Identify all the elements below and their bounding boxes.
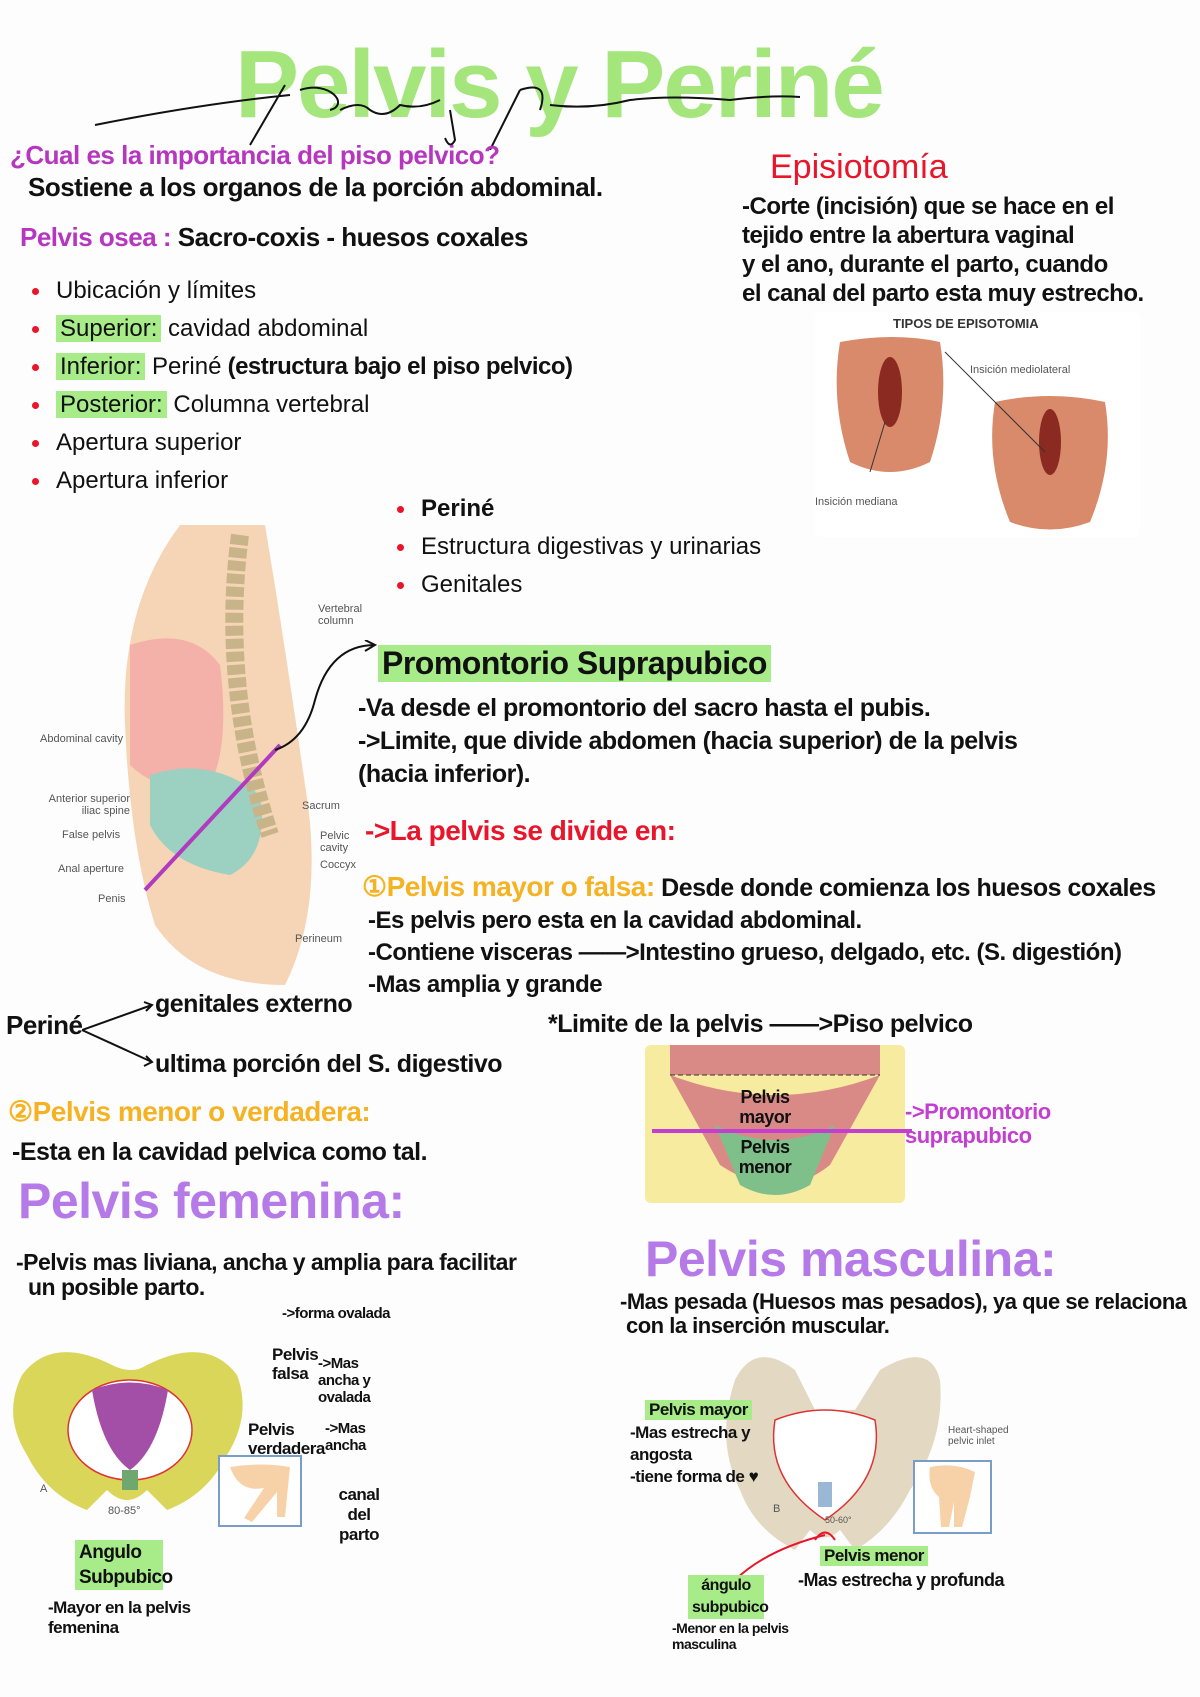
- division-title: ->La pelvis se divide en:: [365, 815, 676, 846]
- pelvis-osea-line: Pelvis osea : Sacro-coxis - huesos coxal…: [20, 222, 528, 253]
- pelvis-menor-desc: -Mas estrecha y profunda: [798, 1570, 1005, 1590]
- label-penis: Penis: [98, 893, 126, 905]
- perine-branch-digestivo: ultima porción del S. digestivo: [155, 1050, 503, 1078]
- list-item: Genitales: [395, 566, 761, 604]
- promontorio-text: -Va desde el promontorio del sacro hasta…: [358, 694, 1018, 788]
- label-sacrum: Sacrum: [302, 800, 340, 812]
- label-iliac-spine: Anterior superior iliac spine: [48, 793, 130, 817]
- pelvis-mayor-desc: -Mas estrecha y angosta-tiene forma de ♥: [630, 1423, 759, 1486]
- figure-letter-a: A: [40, 1483, 48, 1495]
- figure-letter-b: B: [773, 1503, 781, 1515]
- promontorio-line: [652, 1129, 912, 1133]
- label-abdominal-cavity: Abdominal cavity: [40, 733, 124, 745]
- list-item: Inferior: Periné (estructura bajo el pis…: [30, 348, 573, 386]
- figure-title: TIPOS DE EPISOTOMIA: [893, 316, 1039, 331]
- femenina-text: -Pelvis mas liviana, ancha y amplia para…: [16, 1249, 517, 1300]
- female-pelvis-figure: A 80-85°: [12, 1345, 247, 1517]
- hand-gesture-figure: [218, 1455, 302, 1527]
- arrow-to-promontorio-icon: [274, 640, 378, 751]
- hand-icon: [929, 1465, 975, 1527]
- pelvic-floor-figure: Pelvis mayor Pelvis menor: [645, 1045, 905, 1203]
- episiotomy-illustration: [836, 337, 1108, 530]
- pelvis-menor-heading: ②Pelvis menor o verdadera:: [8, 1096, 371, 1127]
- list-item: Superior: cavidad abdominal: [30, 310, 573, 348]
- hand-gesture-figure: [913, 1460, 992, 1534]
- femenina-title: Pelvis femenina:: [18, 1173, 405, 1229]
- annotation-forma: ->forma ovalada: [282, 1305, 390, 1322]
- label-vertebral-column: Vertebral column: [318, 603, 363, 627]
- annotation-verdadera: Pelvis verdadera: [248, 1420, 325, 1458]
- masculina-title: Pelvis masculina:: [645, 1231, 1057, 1287]
- branch-arrows-icon: [82, 1001, 154, 1067]
- episiotomy-figure: TIPOS DE EPISOTOMIA Insición mediolatera…: [815, 312, 1140, 537]
- perine-branch-genitales: genitales externo: [155, 990, 353, 1018]
- page-title: Pelvis y Periné: [235, 31, 885, 138]
- label-coccyx: Coccyx: [320, 859, 357, 871]
- perine-list: Periné Estructura digestivas y urinarias…: [395, 490, 761, 604]
- question-answer: Sostiene a los organos de la porción abd…: [28, 172, 603, 202]
- pelvis-menor-label: Pelvis menor: [820, 1546, 928, 1566]
- question-heading: ¿Cual es la importancia del piso pelvico…: [10, 140, 500, 170]
- episiotomia-title: Episiotomía: [770, 148, 948, 186]
- annotation-canal: canal del parto: [338, 1485, 380, 1544]
- heart-shaped-label: Heart-shaped pelvic inlet: [948, 1425, 1009, 1447]
- label-mediana: Insición mediana: [815, 496, 898, 508]
- angulo-subpubico-label: Angulo Subpubico: [75, 1540, 173, 1590]
- label-false-pelvis: False pelvis: [62, 829, 121, 841]
- male-pelvis-figure: Heart-shaped pelvic inlet B 50-60°: [625, 1340, 1020, 1660]
- annotation-falsa: Pelvis falsa: [272, 1345, 319, 1383]
- perine-diagram-root: Periné: [6, 1010, 83, 1040]
- label-pelvis-mayor: Pelvis mayor: [739, 1087, 791, 1127]
- pelvis-mayor-text: -Es pelvis pero esta en la cavidad abdom…: [368, 907, 1122, 998]
- angulo-desc: -Mayor en la pelvis femenina: [48, 1598, 191, 1637]
- hand-icon: [230, 1464, 290, 1522]
- angulo-desc: -Menor en la pelvis masculina: [672, 1620, 789, 1652]
- pelvis-mayor-heading: ①Pelvis mayor o falsa: Desde donde comie…: [362, 871, 1156, 902]
- pelvis-osea-label: Pelvis osea :: [20, 222, 172, 252]
- list-item: Posterior: Columna vertebral: [30, 386, 573, 424]
- label-mediolateral: Insición mediolateral: [970, 364, 1071, 376]
- pelvis-osea-text: Sacro-coxis - huesos coxales: [177, 222, 529, 252]
- label-pelvic-cavity: Pelvic cavity: [320, 830, 350, 854]
- angulo-subpubico-label: ángulo subpubico: [688, 1575, 769, 1619]
- promontorio-title: Promontorio Suprapubico: [378, 645, 771, 682]
- annotation-falsa-desc: ->Mas ancha y ovalada: [318, 1355, 371, 1406]
- list-item: Apertura inferior: [30, 462, 573, 500]
- sagittal-illustration: [124, 525, 312, 985]
- list-item: Periné: [395, 490, 761, 528]
- angle-label: 80-85°: [108, 1505, 141, 1517]
- list-item: Ubicación y límites: [30, 272, 573, 310]
- pelvis-mayor-label: Pelvis mayor: [645, 1400, 752, 1420]
- label-anal-aperture: Anal aperture: [58, 863, 125, 875]
- label-perineum: Perineum: [295, 933, 343, 945]
- annotation-verdadera-desc: ->Mas ancha: [325, 1420, 366, 1454]
- male-pelvis-illustration: [714, 1357, 941, 1606]
- angle-label: 50-60°: [825, 1515, 852, 1525]
- promontorio-pointer: ->Promontorio suprapubico: [905, 1099, 1051, 1148]
- limite-text: *Limite de la pelvis ——>Piso pelvico: [548, 1010, 973, 1038]
- pelvis-menor-text: -Esta en la cavidad pelvica como tal.: [12, 1138, 428, 1166]
- female-pelvis-illustration: [13, 1352, 243, 1510]
- list-item: Apertura superior: [30, 424, 573, 462]
- limits-list: Ubicación y límites Superior: cavidad ab…: [30, 272, 573, 500]
- list-item: Estructura digestivas y urinarias: [395, 528, 761, 566]
- signature-scribble-icon: [94, 84, 801, 150]
- sagittal-pelvis-figure: Vertebral column Abdominal cavity Anteri…: [30, 505, 375, 990]
- label-pelvis-menor: Pelvis menor: [738, 1137, 792, 1177]
- masculina-text: -Mas pesada (Huesos mas pesados), ya que…: [620, 1289, 1187, 1338]
